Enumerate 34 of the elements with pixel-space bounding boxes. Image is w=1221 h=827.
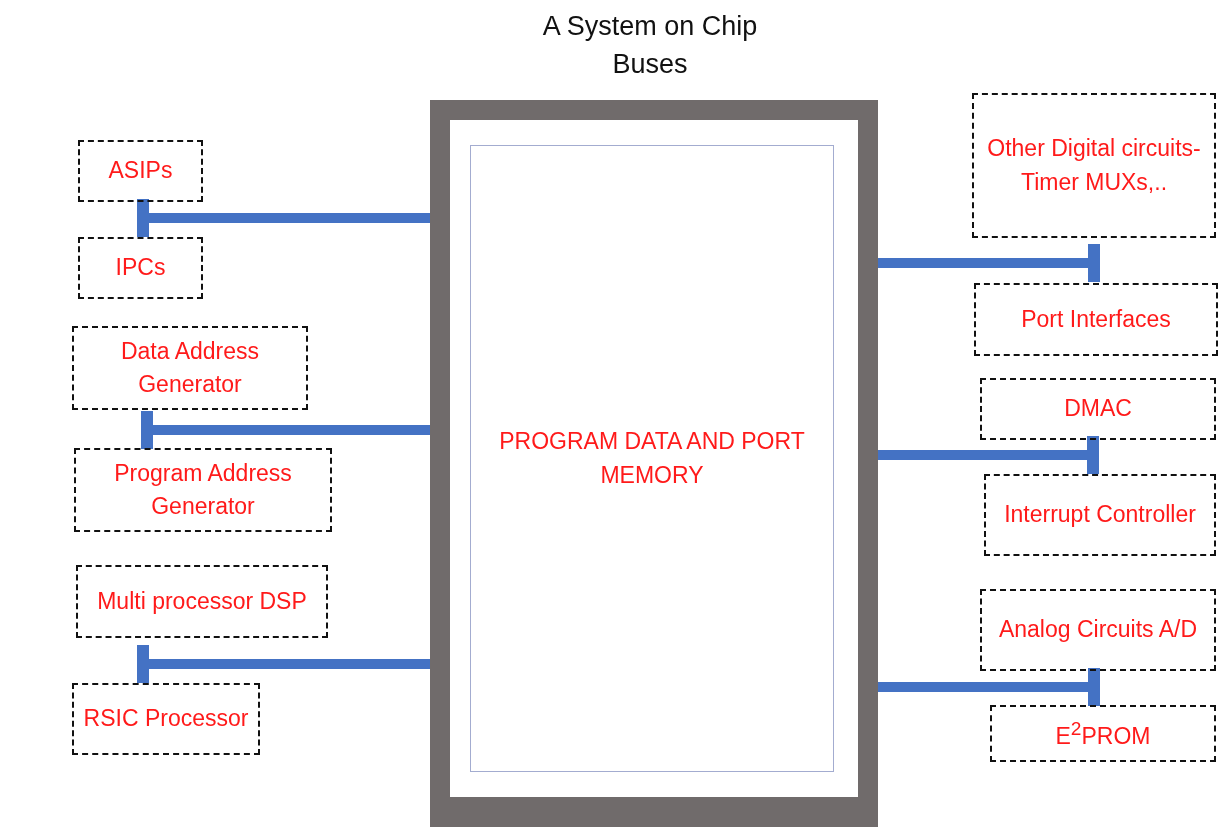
bus-connector bbox=[878, 436, 1099, 474]
bus-connector bbox=[878, 244, 1100, 282]
chip-frame bbox=[430, 100, 878, 827]
component-label: PROGRAM DATA AND PORT MEMORY bbox=[498, 427, 806, 490]
component-label: Data Address Generator bbox=[119, 336, 261, 399]
component-label: E$^{2}$PROM bbox=[1054, 716, 1152, 751]
component-label: Multi processor DSP bbox=[96, 586, 308, 616]
diagram-title: A System on Chip Buses bbox=[541, 10, 759, 81]
bus-connector bbox=[878, 668, 1100, 706]
component-box bbox=[72, 683, 260, 755]
component-label: Program Address Generator bbox=[113, 458, 293, 521]
component-box bbox=[972, 93, 1216, 238]
component-label: Interrupt Controller bbox=[1003, 500, 1197, 530]
component-label: Analog Circuits A/D bbox=[997, 615, 1199, 645]
component-box bbox=[984, 474, 1216, 556]
bus-connector bbox=[137, 645, 430, 683]
bus-connector bbox=[141, 411, 430, 449]
component-box bbox=[78, 140, 203, 202]
component-box bbox=[72, 326, 308, 410]
component-box bbox=[76, 565, 328, 638]
component-box bbox=[78, 237, 203, 299]
component-box bbox=[990, 705, 1216, 762]
component-label: Other Digital circuits-Timer MUXs,.. bbox=[986, 134, 1202, 197]
component-box bbox=[980, 589, 1216, 671]
component-box bbox=[980, 378, 1216, 440]
component-box bbox=[74, 448, 332, 532]
component-label: Port Interfaces bbox=[1020, 304, 1172, 334]
component-label: IPCs bbox=[114, 253, 167, 283]
component-label: RSIC Processor bbox=[82, 704, 250, 734]
memory-panel bbox=[470, 145, 834, 772]
component-label: DMAC bbox=[1063, 394, 1133, 424]
component-label: ASIPs bbox=[107, 156, 174, 186]
bus-connector bbox=[137, 199, 430, 237]
component-box bbox=[974, 283, 1218, 356]
